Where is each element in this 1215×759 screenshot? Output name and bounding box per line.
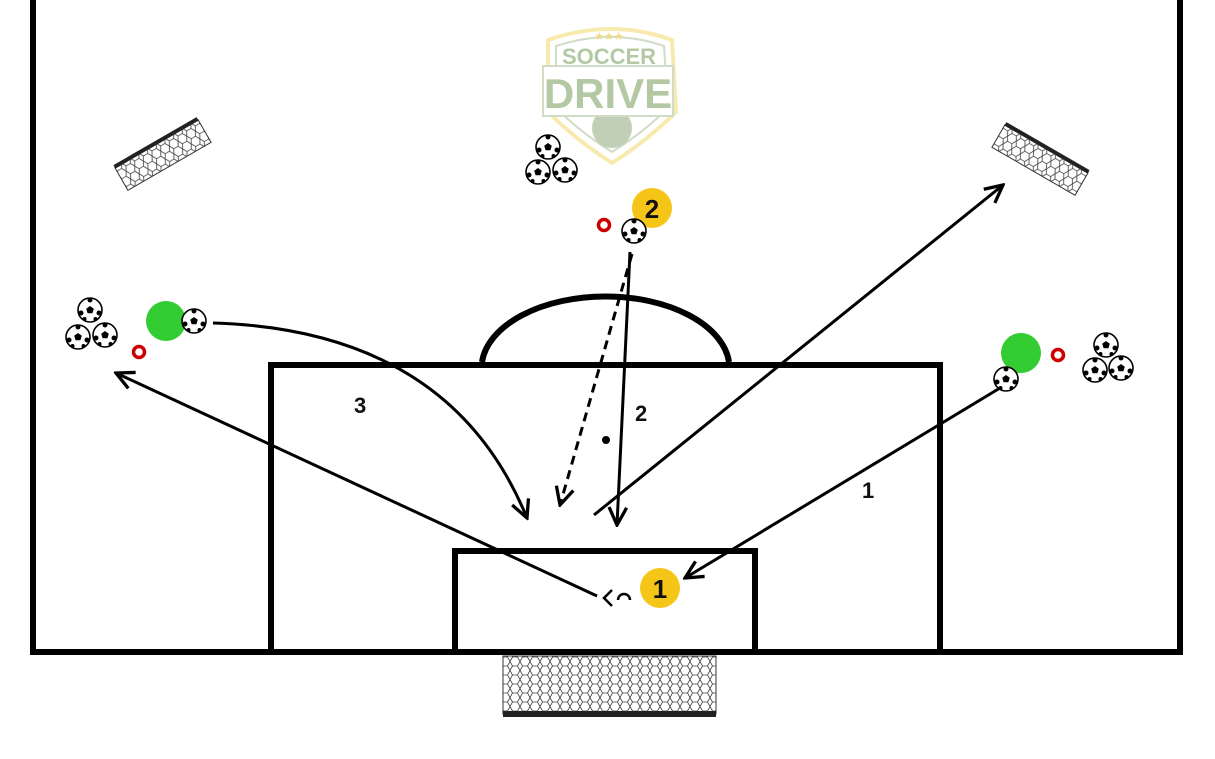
soccer-drive-logo: SOCCER DRIVE ★★★ [542, 27, 679, 166]
server-left [146, 301, 186, 341]
path-label-1: 1 [862, 478, 874, 503]
logo-line2: DRIVE [544, 70, 672, 117]
goal-box [452, 548, 758, 655]
mark-dot [602, 436, 610, 444]
penalty-box [268, 362, 943, 655]
cones [131, 217, 1066, 363]
ball-player-2 [621, 217, 647, 244]
player-2-label: 2 [645, 194, 659, 224]
ball-cluster-right [1082, 331, 1134, 383]
player-1-label: 1 [653, 574, 667, 604]
cone-icon [1050, 347, 1066, 363]
ball-server-left [181, 307, 207, 334]
player-2: 2 [632, 188, 672, 228]
logo-line1: SOCCER [562, 44, 656, 69]
distribution-arrow-left [116, 373, 598, 598]
mini-goal-left [113, 117, 212, 191]
movement-paths [116, 185, 1003, 607]
main-goal [502, 655, 717, 717]
ball-cluster-top [525, 133, 578, 185]
gk-turn-mark [602, 589, 613, 607]
pass-arrow-2 [617, 251, 632, 525]
ball-server-right [993, 365, 1019, 392]
mini-goal-right [991, 122, 1090, 196]
ball-cluster-left [65, 296, 118, 350]
svg-text:★★★: ★★★ [594, 30, 624, 43]
path-label-3: 3 [354, 393, 366, 418]
penalty-arc [479, 293, 732, 363]
cross-arrow-3 [212, 321, 527, 518]
player-1-goalkeeper: 1 [640, 568, 680, 608]
path-label-2: 2 [635, 401, 647, 426]
cone-icon [131, 344, 147, 360]
run-arrow-2-dashed [560, 253, 634, 505]
server-right [1001, 333, 1041, 373]
shot-arrow-right-goal [593, 185, 1003, 517]
field-lines [30, 0, 1183, 655]
cone-icon [596, 217, 612, 233]
pass-arrow-1 [685, 386, 1001, 578]
